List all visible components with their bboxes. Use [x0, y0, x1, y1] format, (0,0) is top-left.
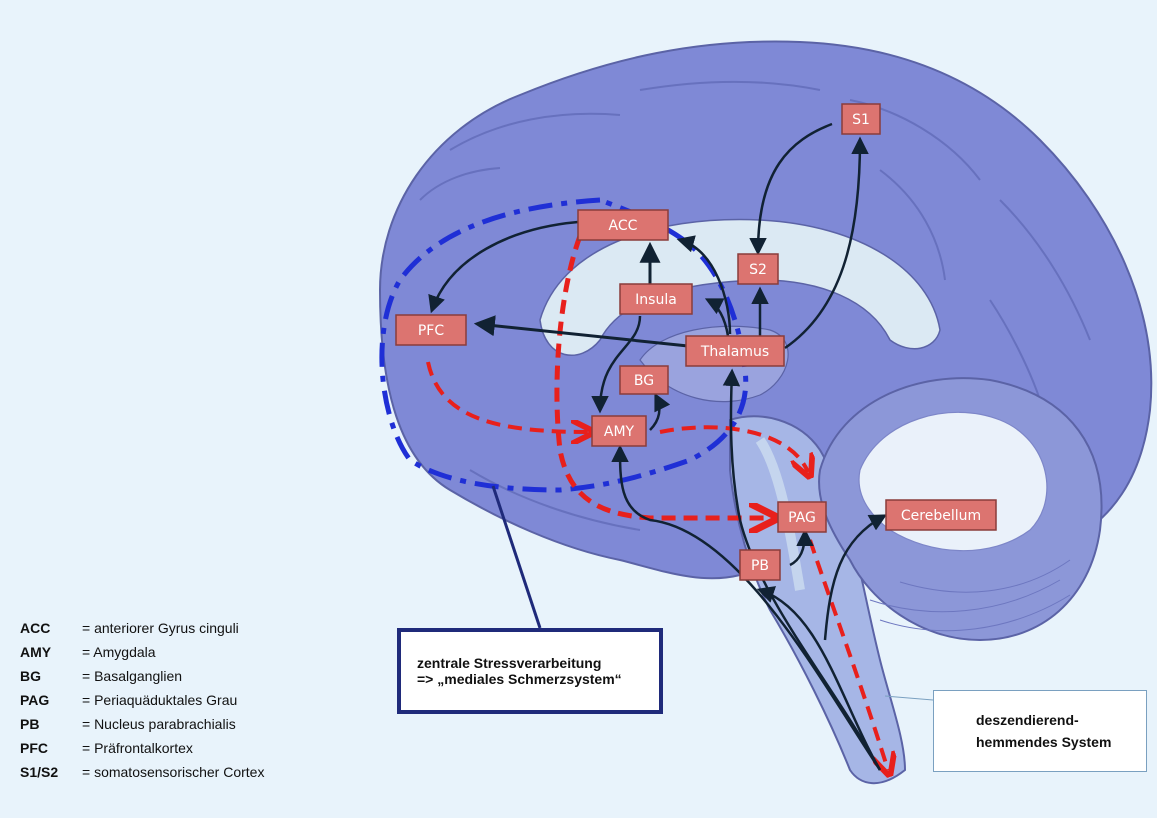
region-s2: S2 — [737, 253, 779, 285]
arrow-insula-amy — [591, 315, 642, 414]
arrow-acc-pfc — [428, 220, 579, 314]
ascending-pathways — [428, 122, 888, 771]
region-label: PFC — [418, 323, 444, 339]
region-thalamus: Thalamus — [685, 335, 785, 367]
region-label: Thalamus — [700, 344, 769, 360]
path-acc-pag — [554, 235, 770, 518]
legend-row: BG = Basalganglien — [20, 664, 264, 688]
region-cerebellum: Cerebellum — [885, 499, 997, 531]
arrow-spine-thal — [722, 368, 882, 771]
descending-system-callout: deszendierend- hemmendes System — [933, 690, 1147, 772]
legend-abbr: AMY — [20, 644, 52, 660]
arrow-spine-cereb — [823, 514, 888, 641]
region-pfc: PFC — [395, 314, 467, 346]
legend-row: PB = Nucleus parabrachialis — [20, 712, 264, 736]
legend-abbr: ACC — [20, 620, 51, 636]
region-bg: BG — [619, 365, 669, 395]
legend-definition: = Präfrontalkortex — [82, 740, 193, 756]
legend-definition: = anteriorer Gyrus cinguli — [82, 620, 239, 636]
legend-row: PFC = Präfrontalkortex — [20, 736, 264, 760]
region-label: ACC — [609, 218, 638, 234]
cerebellum-folia — [869, 559, 1071, 632]
legend-abbr: PAG — [20, 692, 50, 708]
arrow-thal-acc — [676, 235, 732, 335]
legend-abbr: PFC — [20, 740, 48, 756]
legend-definition: = somatosensorischer Cortex — [82, 764, 265, 780]
region-insula: Insula — [619, 283, 693, 315]
legend-definition: = Basalganglien — [82, 668, 183, 684]
descending-pathways — [426, 235, 888, 770]
gyri-lines — [419, 80, 1091, 531]
callout-line-1: zentrale Stressverarbeitung — [417, 655, 602, 671]
path-pag-spine — [808, 539, 888, 770]
callout-line-2: => „mediales Schmerzsystem“ — [417, 671, 622, 687]
arrow-thal-s1 — [784, 136, 869, 350]
region-label: PAG — [788, 510, 816, 526]
region-pb: PB — [739, 549, 781, 581]
legend-definition: = Periaquäduktales Grau — [82, 692, 238, 708]
region-pag: PAG — [777, 501, 827, 533]
arrow-spine-pb — [756, 586, 882, 771]
region-label: BG — [634, 373, 654, 389]
region-amy: AMY — [591, 415, 647, 447]
region-label: PB — [751, 558, 769, 574]
arrow-spine-amy — [611, 444, 882, 771]
region-acc: ACC — [577, 209, 669, 241]
arrow-pb-pag — [789, 528, 814, 567]
medial-callout-line — [491, 485, 542, 629]
legend-abbr: S1/S2 — [20, 764, 59, 780]
path-amy-pag — [659, 425, 808, 472]
descending-callout-line — [884, 695, 934, 701]
region-label: S1 — [852, 112, 870, 128]
arrow-thal-insula — [704, 298, 730, 337]
medial-system-outline — [379, 197, 749, 493]
legend-row: ACC = anteriorer Gyrus cinguli — [20, 616, 264, 640]
region-label: AMY — [604, 424, 635, 440]
arrow-amy-bg — [649, 392, 671, 431]
region-label: Insula — [635, 292, 677, 308]
path-pfc-amy — [426, 361, 588, 432]
abbreviation-legend: ACC = anteriorer Gyrus cinguli AMY = Amy… — [20, 616, 264, 784]
legend-definition: = Nucleus parabrachialis — [82, 716, 236, 732]
legend-row: AMY = Amygdala — [20, 640, 264, 664]
region-s1: S1 — [841, 103, 881, 135]
callout-line-2: hemmendes System — [976, 734, 1112, 750]
arrow-s1-s2 — [749, 122, 833, 256]
region-label: Cerebellum — [901, 508, 981, 524]
legend-abbr: PB — [20, 716, 40, 732]
medial-system-callout: zentrale Stressverarbeitung => „mediales… — [397, 628, 663, 714]
legend-row: S1/S2 = somatosensorischer Cortex — [20, 760, 264, 784]
arrow-thal-pfc — [473, 315, 689, 348]
region-label: S2 — [749, 262, 767, 278]
legend-row: PAG = Periaquäduktales Grau — [20, 688, 264, 712]
legend-definition: = Amygdala — [82, 644, 156, 660]
legend-abbr: BG — [20, 668, 41, 684]
callout-line-1: deszendierend- — [976, 712, 1079, 728]
